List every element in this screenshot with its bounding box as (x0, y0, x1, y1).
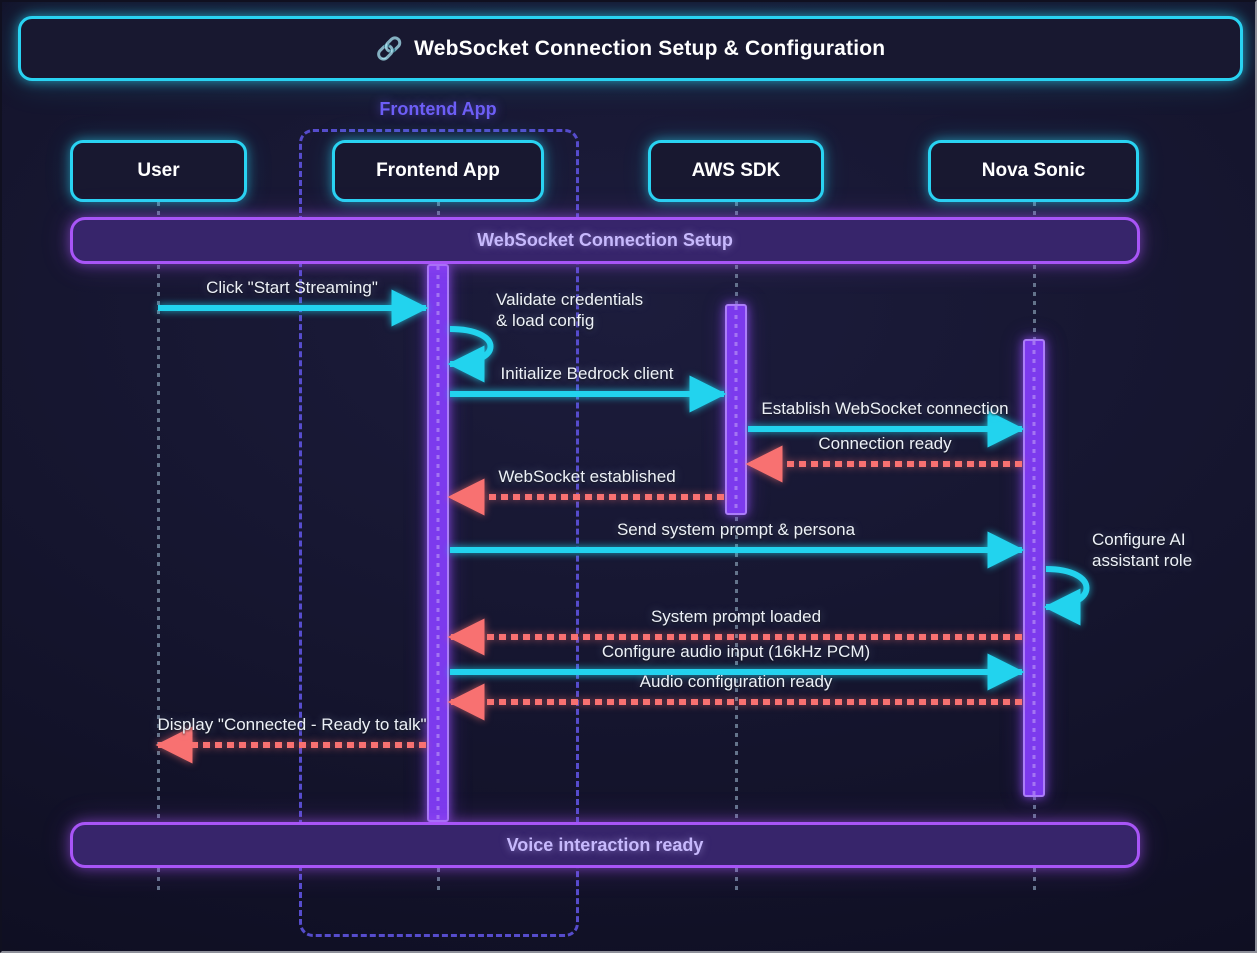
message-label: Audio configuration ready (639, 672, 833, 691)
activation-bar-aws-sdk (725, 304, 747, 515)
lifeline-user (156, 202, 160, 890)
lifeline-aws-sdk (734, 202, 738, 890)
activation-core (734, 306, 738, 513)
activation-bar-frontend-app (427, 264, 449, 822)
participant-aws-sdk: AWS SDK (648, 140, 824, 202)
participant-user: User (70, 140, 247, 202)
message-label: Display "Connected - Ready to talk" (157, 715, 427, 734)
participant-nova-sonic: Nova Sonic (928, 140, 1139, 202)
activation-core (1032, 341, 1036, 795)
message-label: System prompt loaded (650, 607, 822, 626)
participant-label: Frontend App (376, 160, 500, 181)
section-label: Voice interaction ready (506, 834, 704, 855)
message-label: Establish WebSocket connection (761, 399, 1009, 418)
diagram-title: WebSocket Connection Setup & Configurati… (414, 36, 886, 60)
message-label: Validate credentials & load config (496, 290, 644, 330)
message-label: Configure AI assistant role (1092, 530, 1193, 570)
participant-label: User (137, 160, 180, 181)
message-label: Click "Start Streaming" (206, 278, 378, 297)
section-banner-websocket-connection-setup: WebSocket Connection Setup (70, 217, 1140, 264)
message-label: WebSocket established (498, 467, 676, 486)
message-label: Initialize Bedrock client (500, 364, 674, 383)
message-label: Configure audio input (16kHz PCM) (601, 642, 871, 661)
activation-bar-nova-sonic (1023, 339, 1045, 797)
diagram-title-bar: 🔗 WebSocket Connection Setup & Configura… (18, 16, 1243, 81)
participant-label: Nova Sonic (981, 160, 1086, 181)
self-message-arrow (1043, 566, 1090, 626)
message-label: Connection ready (818, 434, 952, 453)
frontend-app-frame (299, 129, 579, 937)
participant-frontend-app: Frontend App (332, 140, 544, 202)
activation-core (436, 266, 440, 820)
message-label: Send system prompt & persona (616, 520, 856, 539)
participant-label: AWS SDK (691, 160, 781, 181)
section-label: WebSocket Connection Setup (477, 230, 733, 250)
frame-label: Frontend App (379, 99, 497, 119)
link-icon: 🔗 (375, 35, 404, 61)
section-banner-voice-interaction-ready: Voice interaction ready (70, 822, 1140, 868)
